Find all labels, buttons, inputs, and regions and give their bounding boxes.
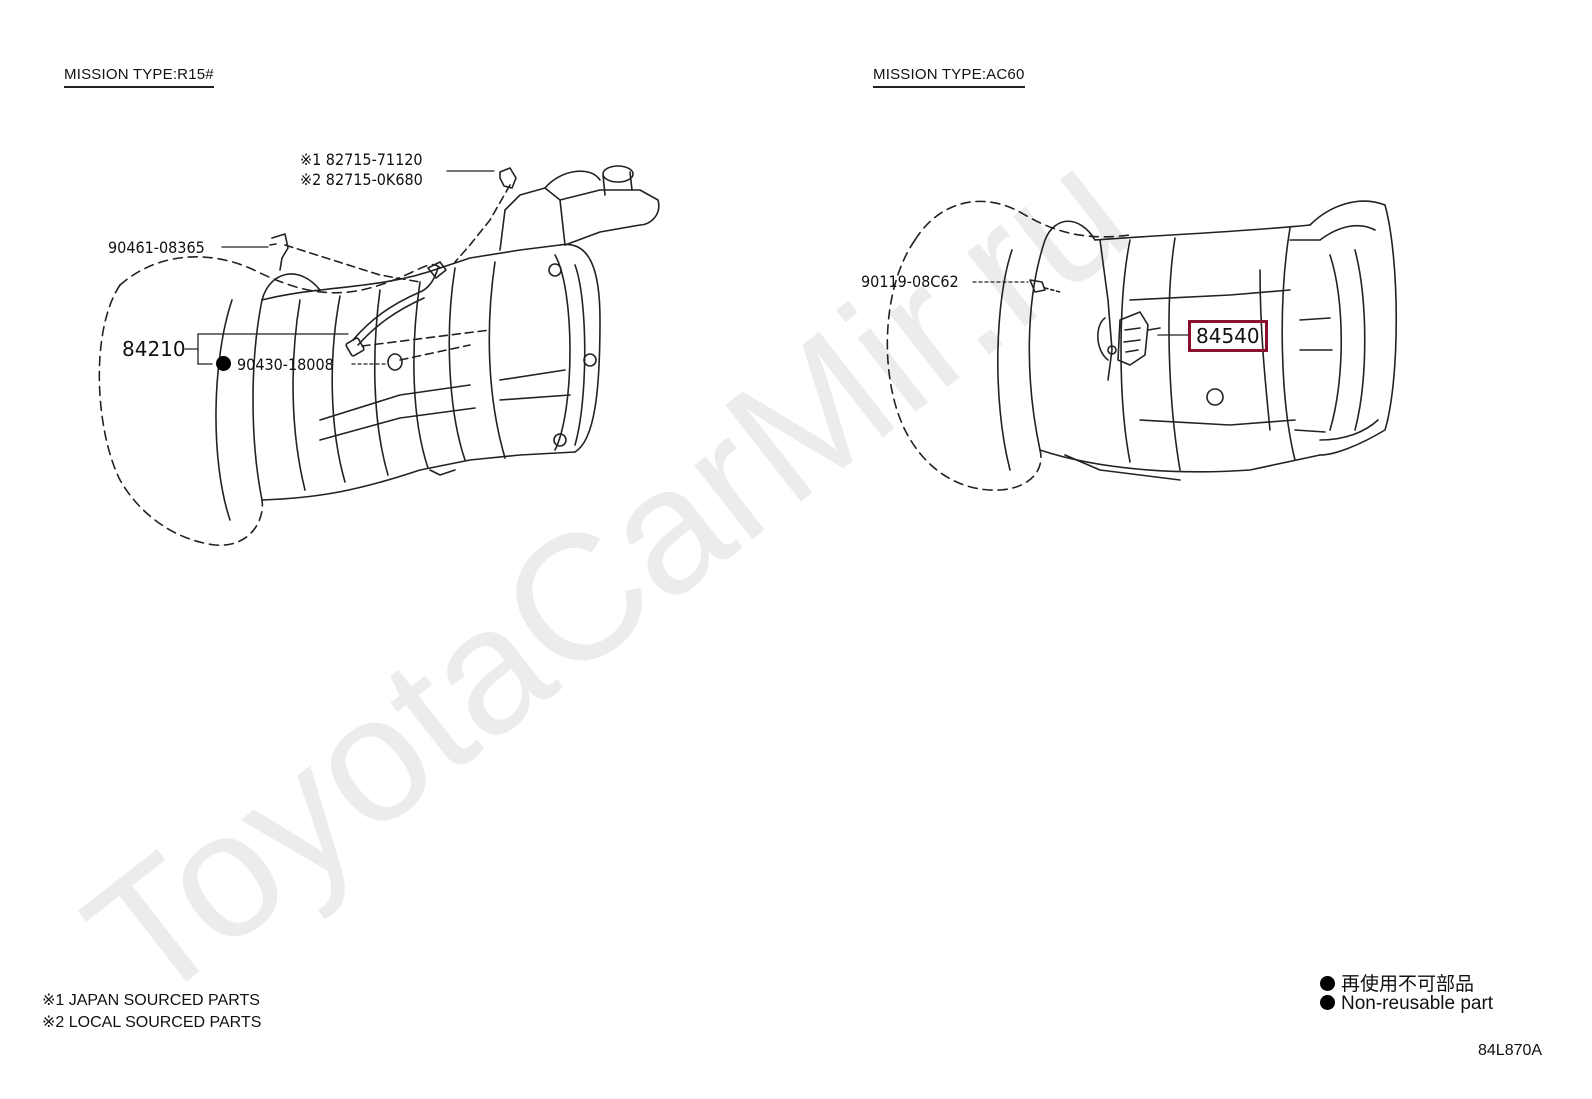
callout-84210[interactable]: 84210 [122, 337, 186, 361]
r15-leader-lines [184, 170, 495, 365]
r15-transmission-drawing [98, 165, 660, 546]
callout-90119-08c62[interactable]: 90119-08C62 [861, 272, 959, 291]
callout-82715-0k680[interactable]: ※2 82715-0K680 [300, 170, 423, 189]
ac60-transmission-drawing [886, 200, 1398, 491]
legend-jp: 再使用不可部品 [1320, 969, 1474, 996]
ac60-leader-lines [972, 281, 1191, 336]
legend-jp-label: 再使用不可部品 [1341, 974, 1475, 995]
legend-dot-icon [1320, 976, 1335, 991]
callout-84540-highlighted[interactable]: 84540 [1188, 320, 1268, 352]
legend-en: Non-reusable part [1320, 993, 1493, 1015]
callout-82715-71120[interactable]: ※1 82715-71120 [300, 150, 423, 169]
section-title-r15: MISSION TYPE:R15# [64, 66, 214, 88]
callout-90430-18008[interactable]: 90430-18008 [216, 355, 334, 374]
non-reusable-dot-icon [216, 356, 231, 371]
legend-dot-icon [1320, 995, 1335, 1010]
footnote-local-sourced: ※2 LOCAL SOURCED PARTS [42, 1014, 262, 1031]
legend-en-label: Non-reusable part [1341, 993, 1494, 1014]
section-title-ac60: MISSION TYPE:AC60 [873, 66, 1025, 88]
diagram-code: 84L870A [1478, 1042, 1543, 1059]
watermark-text: ToyotaCarMir.ru [51, 110, 1163, 1040]
callout-90430-18008-label: 90430-18008 [237, 355, 334, 374]
callout-90461-08365[interactable]: 90461-08365 [108, 238, 205, 257]
footnote-japan-sourced: ※1 JAPAN SOURCED PARTS [42, 992, 260, 1009]
